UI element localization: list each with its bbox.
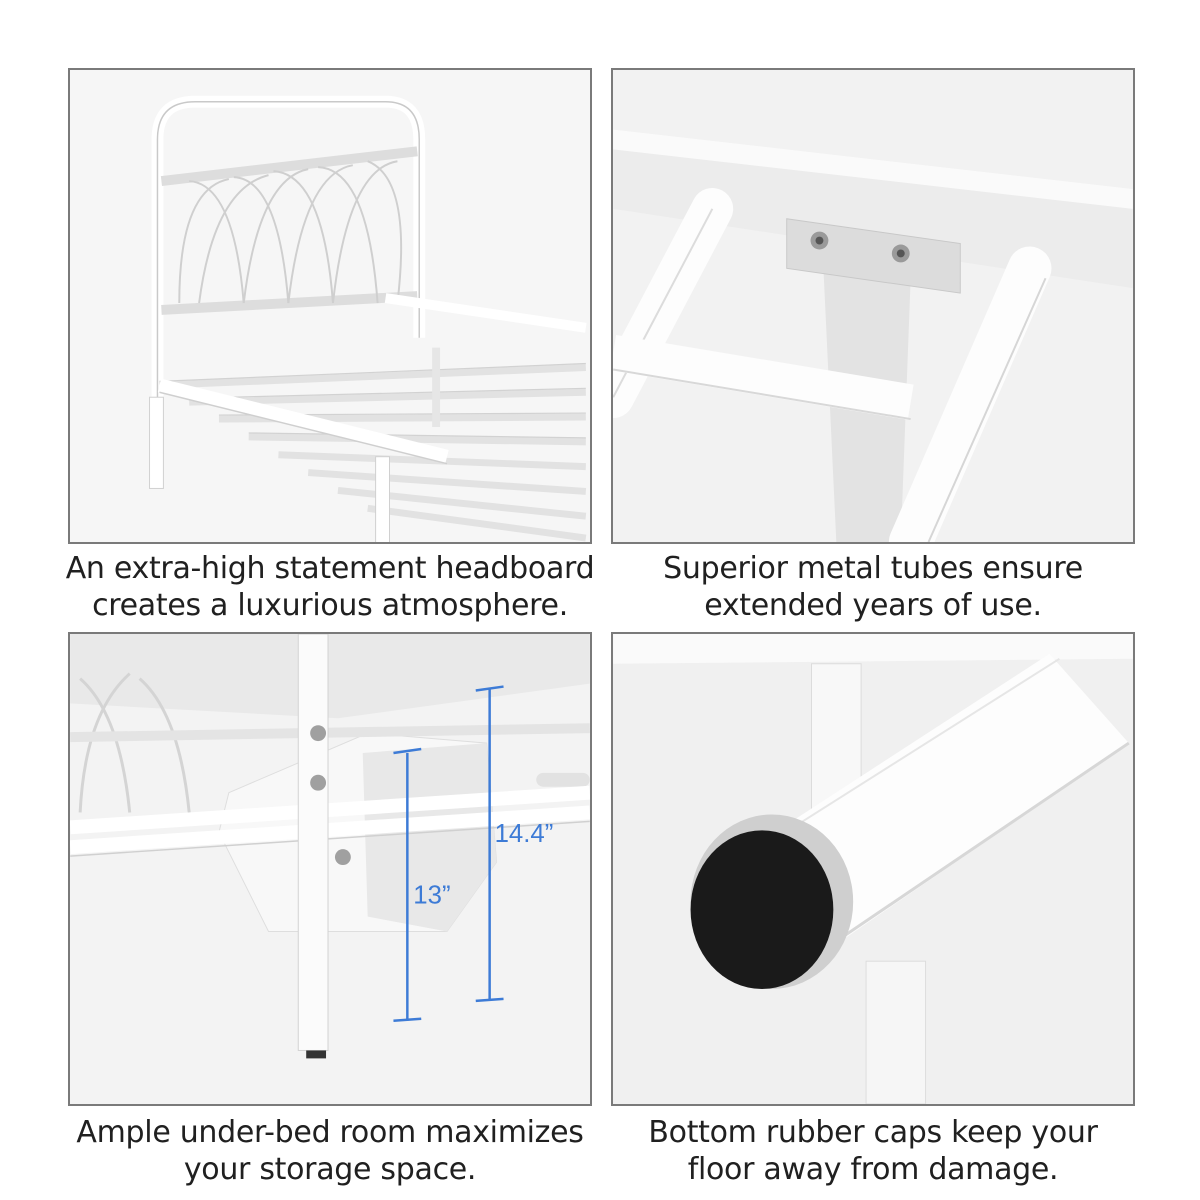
caption-line: extended years of use.	[704, 588, 1042, 623]
tube-joint-illustration	[613, 70, 1133, 542]
rubber-cap-image	[611, 632, 1135, 1106]
storage-bin-illustration: 13” 14.4”	[70, 634, 590, 1104]
headboard-illustration	[70, 70, 590, 542]
caption-line: creates a luxurious atmosphere.	[92, 588, 568, 623]
caption-tubes: Superior metal tubes ensure extended yea…	[603, 550, 1143, 624]
measurement-short-label: 13”	[413, 882, 450, 910]
tube-joint-image	[611, 68, 1135, 544]
caption-line: floor away from damage.	[687, 1152, 1059, 1187]
caption-line: Ample under-bed room maximizes	[76, 1115, 584, 1150]
caption-line: Superior metal tubes ensure	[663, 551, 1083, 586]
caption-line: An extra-high statement headboard	[65, 551, 595, 586]
measurement-tall-label: 14.4”	[495, 820, 554, 848]
storage-image: 13” 14.4”	[68, 632, 592, 1106]
caption-headboard: An extra-high statement headboard create…	[60, 550, 600, 624]
caption-line: your storage space.	[183, 1152, 477, 1187]
caption-storage: Ample under-bed room maximizes your stor…	[60, 1114, 600, 1188]
rubber-cap-illustration	[613, 634, 1133, 1104]
caption-line: Bottom rubber caps keep your	[648, 1115, 1098, 1150]
headboard-image	[68, 68, 592, 544]
caption-rubber-caps: Bottom rubber caps keep your floor away …	[603, 1114, 1143, 1188]
